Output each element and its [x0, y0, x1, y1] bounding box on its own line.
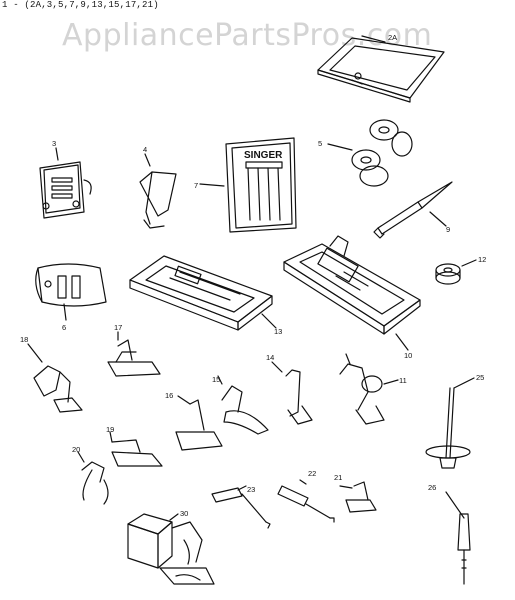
- label-14: 14: [266, 353, 274, 362]
- part-30-ruffler-drawing: [127, 513, 215, 585]
- part-5-bobbins-drawing: [327, 119, 413, 187]
- part-20-edge-guide-drawing: [77, 451, 109, 505]
- label-25: 25: [476, 373, 484, 382]
- label-20: 20: [72, 445, 80, 454]
- label-13: 13: [274, 327, 282, 336]
- part-25-spool-pin-drawing: [425, 377, 475, 469]
- label-2a: 2A: [388, 33, 397, 42]
- watermark: AppliancePartsPros.com: [62, 18, 433, 53]
- label-4: 4: [143, 145, 147, 154]
- label-10: 10: [404, 351, 412, 360]
- label-15: 15: [212, 375, 220, 384]
- part-15-button-foot-drawing: [217, 375, 269, 435]
- label-19: 19: [106, 425, 114, 434]
- label-6: 6: [62, 323, 66, 332]
- part-13-accessory-box-drawing: [129, 255, 277, 331]
- label-3: 3: [52, 139, 56, 148]
- label-12: 12: [478, 255, 486, 264]
- part-18-overedge-foot-drawing: [27, 343, 83, 413]
- label-5: 5: [318, 139, 322, 148]
- part-3-throat-plate-drawing: [39, 147, 92, 219]
- part-22-small-screwdriver-drawing: [277, 479, 335, 523]
- label-16: 16: [165, 391, 173, 400]
- part-9-seam-ripper-drawing: [373, 181, 453, 239]
- part-17-special-purpose-foot-drawing: [107, 331, 161, 377]
- label-22: 22: [308, 469, 316, 478]
- part-7-needle-pack-drawing: [199, 137, 297, 233]
- label-7: 7: [194, 181, 198, 190]
- label-18: 18: [20, 335, 28, 344]
- part-11-darning-foot-drawing: [339, 353, 399, 425]
- part-2a-lid-drawing: [317, 35, 445, 103]
- part-21-blind-stitch-foot-drawing: [339, 481, 377, 513]
- part-12-spool-cap-drawing: [435, 259, 477, 285]
- label-21: 21: [334, 473, 342, 482]
- label-23: 23: [247, 485, 255, 494]
- needle-pack-brand: SINGER: [244, 150, 283, 161]
- label-17: 17: [114, 323, 122, 332]
- part-4-cloth-guide-drawing: [139, 153, 177, 229]
- header-part-list: 1 - (2A,3,5,7,9,13,15,17,21): [2, 0, 159, 10]
- part-23-large-screwdriver-drawing: [211, 485, 271, 529]
- label-11: 11: [399, 376, 407, 385]
- label-30: 30: [180, 509, 188, 518]
- part-6-feed-cover-plate-drawing: [35, 263, 107, 321]
- label-26: 26: [428, 483, 436, 492]
- part-19-straight-stitch-foot-drawing: [109, 431, 163, 467]
- part-16-hemmer-foot-drawing: [175, 395, 223, 451]
- label-9: 9: [446, 225, 450, 234]
- part-14-zipper-foot-drawing: [271, 361, 313, 425]
- part-10-buttonholer-drawing: [283, 235, 421, 351]
- part-26-lint-brush-drawing: [445, 491, 471, 585]
